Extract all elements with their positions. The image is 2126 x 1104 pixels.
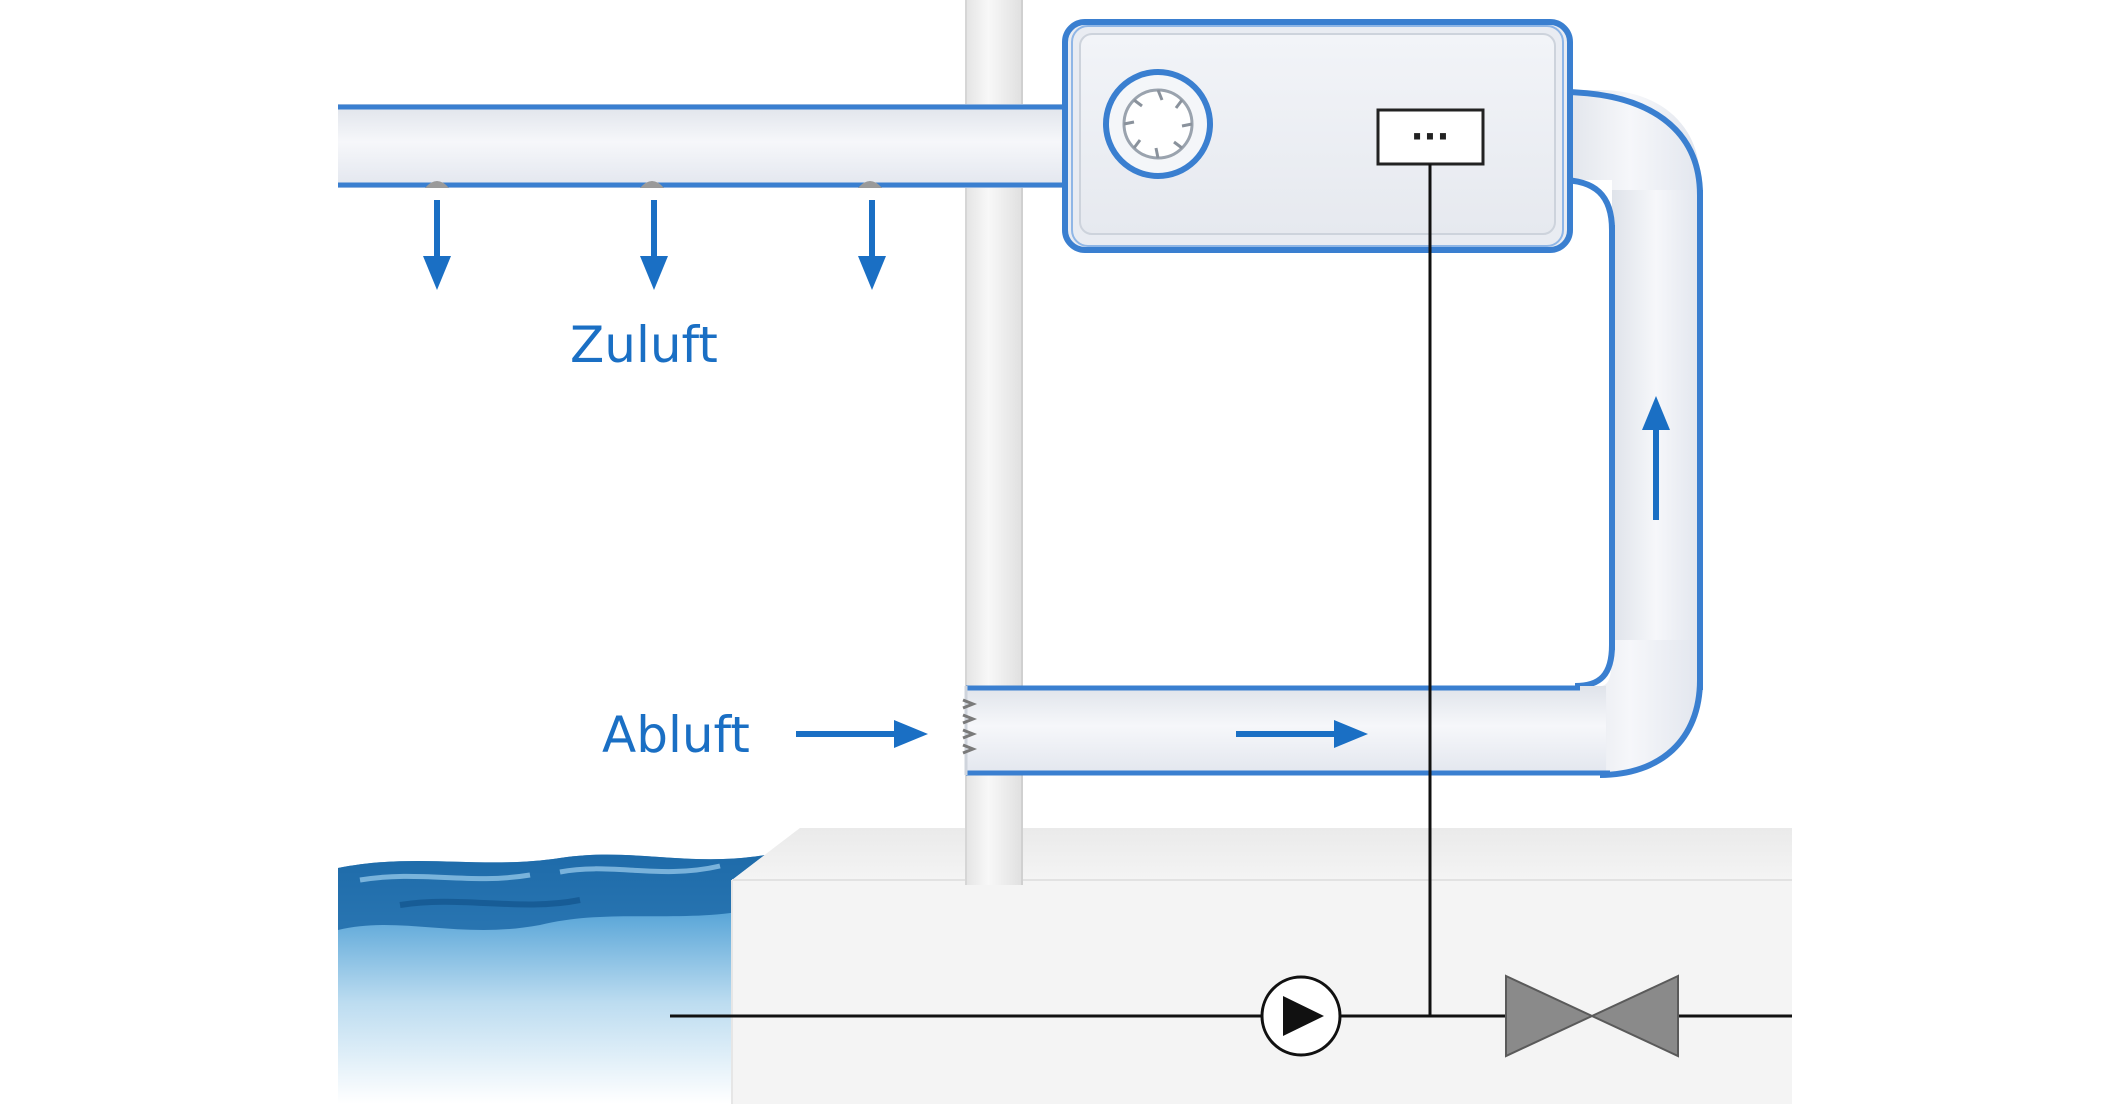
supply-outlet-icon: [425, 181, 882, 188]
exhaust-inlet-arrow: [796, 720, 928, 748]
controller-display: ···: [1411, 117, 1450, 157]
air-handling-unit: [1062, 19, 1573, 253]
supply-arrow-1: [423, 200, 451, 290]
pump-icon: [1260, 975, 1342, 1057]
supply-arrow-3: [858, 200, 886, 290]
exhaust-air-label: Abluft: [602, 706, 750, 764]
supply-air-label: Zuluft: [570, 316, 718, 374]
exhaust-grille-icon: [962, 698, 978, 755]
supply-arrow-2: [640, 200, 668, 290]
controller: ···: [1376, 108, 1485, 166]
valve-icon: [1505, 974, 1679, 1058]
fan-icon: [1103, 69, 1213, 179]
piping-lines: [670, 164, 1792, 1018]
exhaust-duct-arrow: [1236, 720, 1368, 748]
return-duct-arrow: [1642, 396, 1670, 520]
floor-slab: [731, 828, 1792, 1104]
exhaust-duct: [964, 685, 1610, 776]
return-duct: [1559, 89, 1703, 778]
pool-water: [338, 850, 790, 1104]
supply-arrows: [423, 200, 886, 290]
supply-duct: [338, 104, 1083, 188]
